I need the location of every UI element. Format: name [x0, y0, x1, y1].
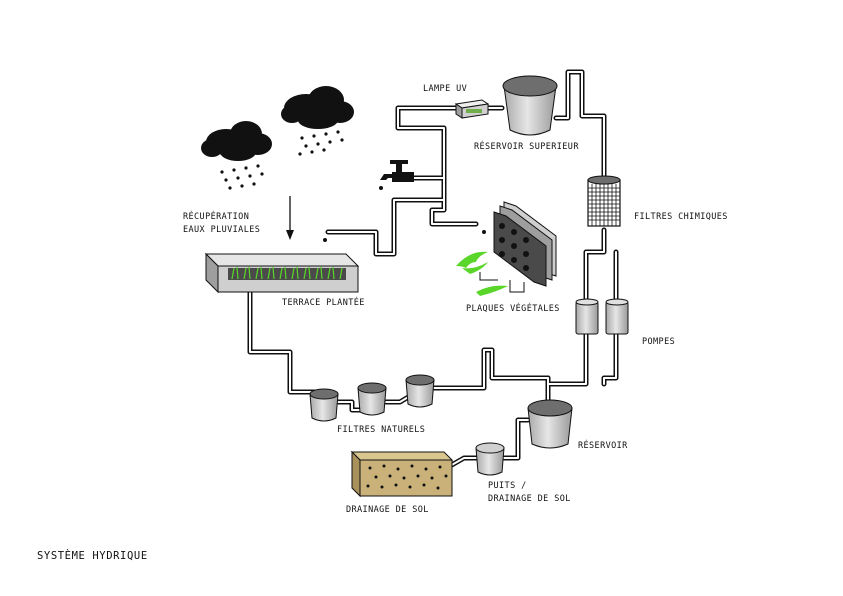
reservoir-superieur [502, 75, 558, 136]
label-filtres-naturels: FILTRES NATURELS [337, 425, 426, 435]
label-lampe-uv: LAMPE UV [423, 84, 468, 94]
rain-cloud-icon [281, 86, 354, 156]
rain-drops [298, 130, 344, 156]
label-drainage: DRAINAGE DE SOL [346, 505, 429, 515]
plant-plates [456, 201, 557, 296]
chemical-filter [587, 175, 621, 227]
terrace-planter [204, 252, 360, 294]
label-pompes: POMPES [642, 337, 676, 347]
water-drops [323, 238, 327, 242]
reservoir [527, 399, 573, 449]
uv-lamp [454, 99, 490, 119]
label-reservoir-superieur: RÉSERVOIR SUPERIEUR [474, 142, 579, 152]
label-terrace: TERRACE PLANTÉE [282, 298, 365, 308]
well [475, 442, 505, 476]
pipe-network [247, 69, 619, 469]
label-plaques: PLAQUES VÉGÉTALES [466, 304, 560, 314]
down-arrow-icon [286, 196, 294, 240]
rain-drops [220, 164, 264, 190]
diagram-caption: SYSTÈME HYDRIQUE [37, 550, 148, 562]
pumps [575, 298, 629, 335]
label-filtres-chimiques: FILTRES CHIMIQUES [634, 212, 728, 222]
faucet-icon [379, 160, 414, 190]
label-puits: PUITS / DRAINAGE DE SOL [488, 481, 571, 504]
label-reservoir: RÉSERVOIR [578, 441, 628, 451]
rain-cloud-icon [201, 121, 272, 190]
soil-drainage [350, 450, 454, 498]
natural-filters [309, 374, 435, 422]
water-drop [482, 230, 486, 234]
label-recuperation: RÉCUPÉRATION EAUX PLUVIALES [183, 212, 261, 235]
